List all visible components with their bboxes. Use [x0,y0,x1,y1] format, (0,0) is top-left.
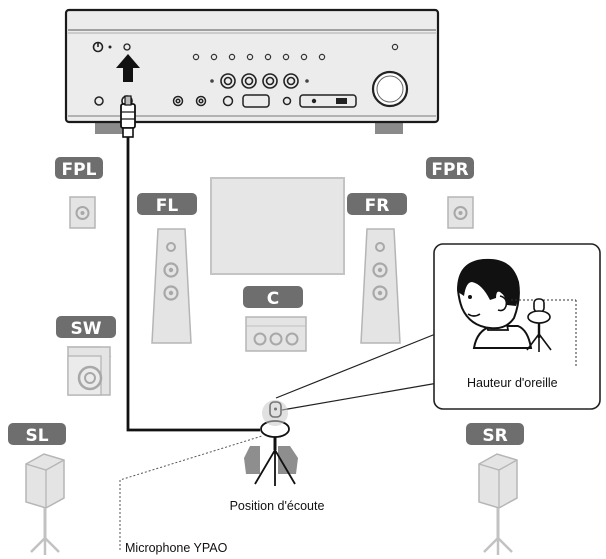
badge-sw-label: SW [71,319,102,339]
badge-fpr: FPR [426,157,474,180]
badge-sl: SL [8,423,66,446]
badge-sr-label: SR [482,426,507,446]
listening-position-caption: Position d'écoute [230,499,325,513]
speaker-fl [151,228,192,344]
badge-c: C [243,286,303,309]
badge-sw: SW [56,316,116,339]
badge-fr-label: FR [365,196,390,216]
badge-fpl: FPL [55,157,103,180]
mini-microphone-icon [526,298,552,352]
badge-fr: FR [347,193,407,216]
speaker-c [245,316,307,352]
ear-height-callout: Hauteur d'oreille [433,243,601,410]
badge-fpr-label: FPR [431,160,468,180]
microphone-leader-line [119,435,263,550]
listener-silhouette [262,400,288,426]
speaker-fr [360,228,401,344]
ear-height-caption: Hauteur d'oreille [467,376,558,390]
badge-fl: FL [137,193,197,216]
badge-c-label: C [267,289,279,309]
callout-lines [275,332,439,411]
badge-sl-label: SL [25,426,48,446]
tv-screen [210,177,345,275]
insert-arrow-icon [116,54,140,82]
speaker-sw [66,346,112,396]
speaker-fpl [69,196,96,229]
av-receiver [64,8,440,134]
cable-plug [120,95,136,138]
badge-fpl-label: FPL [62,160,97,180]
speaker-fpr [447,196,474,229]
badge-sr: SR [466,423,524,446]
speaker-sr [478,453,518,555]
badge-fl-label: FL [156,196,179,216]
listener-head-icon [456,258,533,349]
speaker-sl [25,453,65,555]
microphone-caption: Microphone YPAO [125,541,228,555]
